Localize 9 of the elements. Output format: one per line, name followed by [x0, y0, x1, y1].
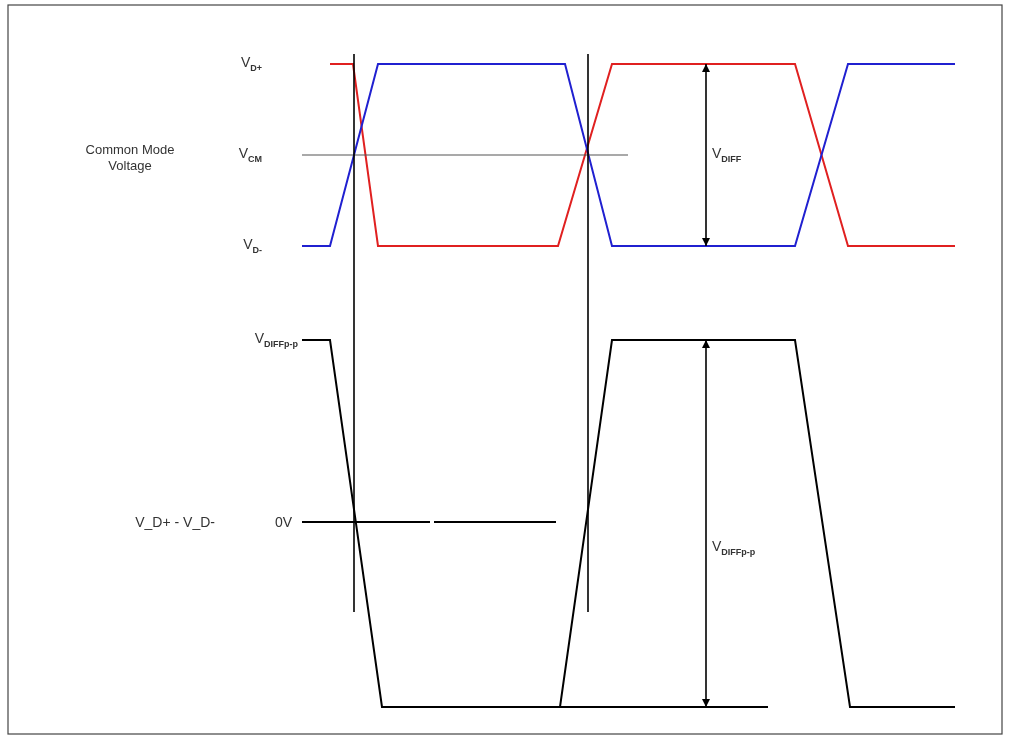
signal-level-label: V$_{DIFFp-p}$ — [254, 330, 298, 350]
axis-title: V_D+ - V_D- — [135, 513, 215, 531]
signal-level-label: V$_{D+}$ — [240, 54, 262, 74]
signal-level-label: 0V — [274, 513, 292, 531]
signal-level-label: V$_{D-}$ — [243, 236, 262, 256]
dimension-label: V$_{DIFFp-p}$ — [712, 538, 756, 558]
signal-level-label: V$_{CM}$ — [238, 145, 262, 165]
axis-title: Common Mode Voltage — [84, 142, 176, 174]
dimension-label: V$_{DIFF}$ — [712, 145, 742, 165]
